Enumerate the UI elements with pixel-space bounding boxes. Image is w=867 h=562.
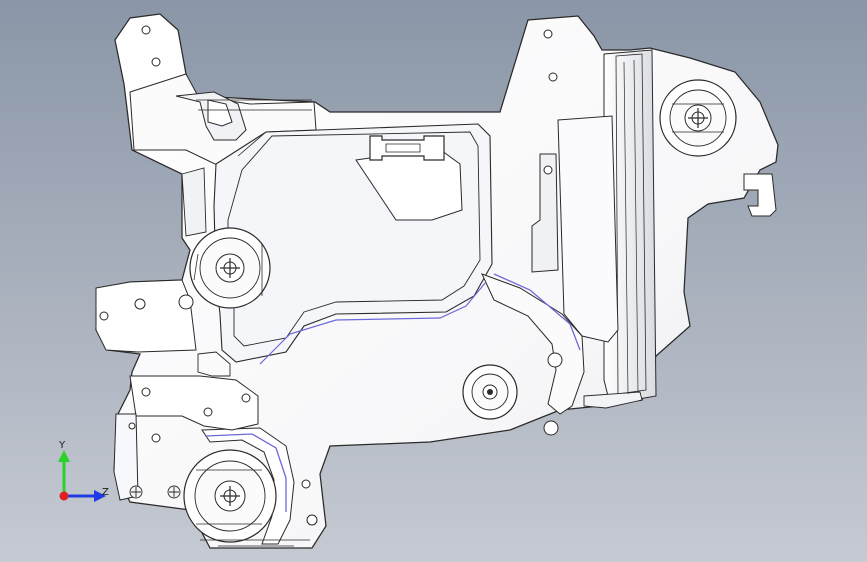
- right-vertical-panel: [557, 115, 619, 343]
- lower-left-fasteners: [129, 485, 181, 499]
- bottom-edge-detail: [200, 539, 310, 547]
- top-slot-inner: [385, 143, 421, 153]
- top-slot-cutout: [369, 135, 445, 161]
- left-mid-plate: [129, 375, 259, 431]
- upper-inner-panel-line: [196, 99, 312, 157]
- right-hook-tab: [743, 173, 777, 217]
- lower-rib-highlight: [205, 433, 287, 512]
- upper-slot-detail: [207, 99, 233, 127]
- right-vertical-slot: [531, 153, 559, 273]
- coordinate-triad: Y Z: [52, 438, 112, 510]
- diagonal-rib-highlight: [493, 273, 581, 351]
- diagonal-rib-upper: [481, 273, 585, 415]
- coordinate-triad-graphic: [58, 450, 106, 502]
- lower-left-rib: [201, 427, 295, 545]
- left-vertical-strip: [181, 167, 207, 237]
- y-axis-arrow: [58, 450, 70, 496]
- right-lower-fold: [583, 391, 643, 409]
- z-axis-label: Z: [102, 487, 109, 498]
- x-axis-origin: [59, 491, 69, 501]
- left-upper-boss: [189, 227, 271, 309]
- lower-left-step: [197, 351, 231, 377]
- upper-right-boss: [659, 79, 737, 157]
- pocket-bend-highlight: [259, 281, 487, 365]
- upper-right-fold-lines: [623, 59, 639, 395]
- z-axis-arrow: [64, 490, 106, 502]
- right-rail-inner: [615, 53, 647, 395]
- mounting-holes: [99, 25, 563, 526]
- left-lower-vertical: [113, 413, 139, 501]
- left-lower-boss: [183, 449, 277, 543]
- center-boss: [462, 364, 518, 420]
- y-axis-label: Y: [59, 440, 66, 451]
- left-lower-tab: [95, 279, 197, 353]
